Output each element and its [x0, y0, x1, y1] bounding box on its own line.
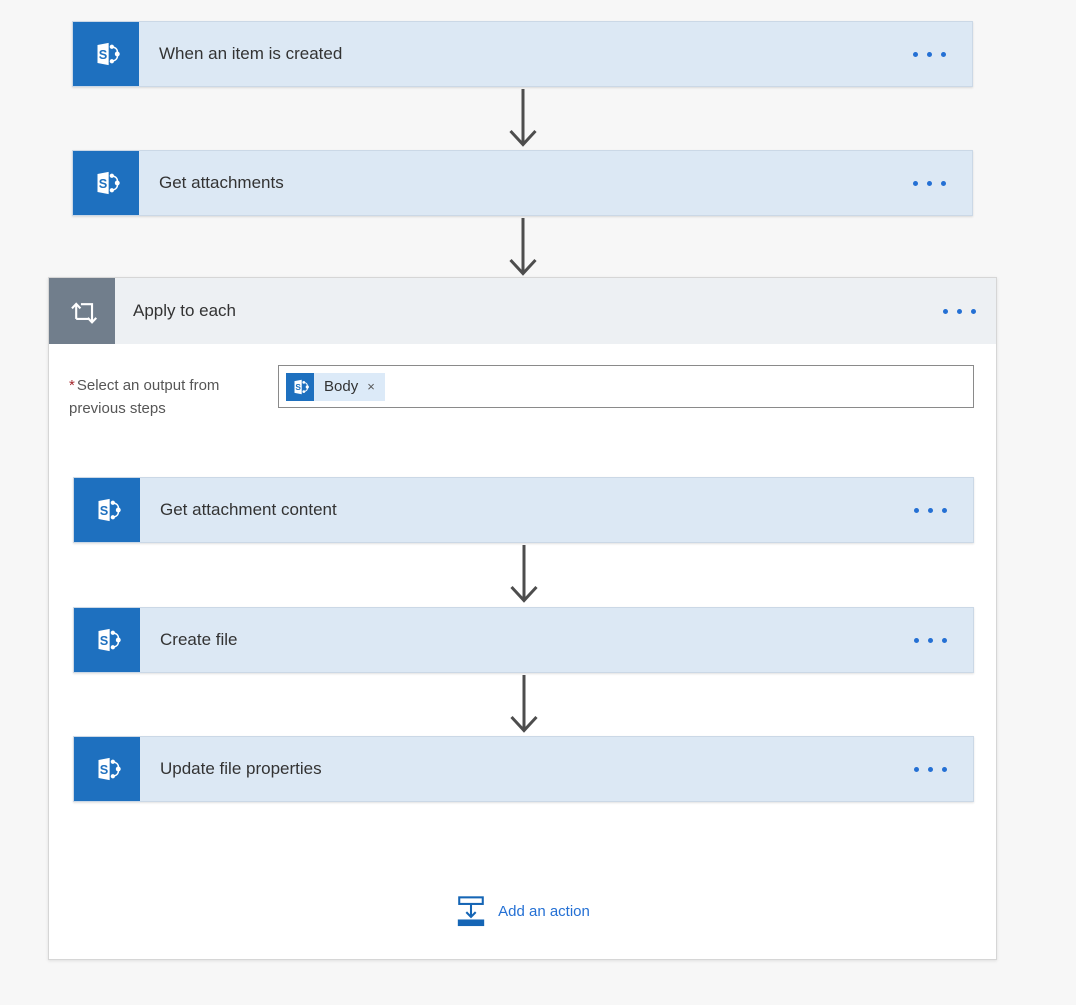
- sharepoint-icon: S: [286, 372, 314, 401]
- token-label: Body: [324, 378, 359, 395]
- svg-text:S: S: [99, 47, 108, 62]
- ellipsis-menu-button[interactable]: [913, 180, 972, 186]
- sharepoint-icon: S: [74, 737, 140, 801]
- card-title: Get attachments: [159, 173, 284, 192]
- action-card-get-attachment-content[interactable]: S Get attachment content: [73, 477, 974, 543]
- action-card-get-attachments[interactable]: S Get attachments: [72, 150, 973, 216]
- remove-token-icon[interactable]: ×: [367, 379, 375, 394]
- ellipsis-menu-button[interactable]: [943, 308, 996, 314]
- loop-icon: [49, 278, 115, 344]
- connector-arrow-icon: [509, 89, 537, 147]
- ellipsis-menu-button[interactable]: [914, 637, 973, 643]
- sharepoint-icon: S: [73, 151, 139, 215]
- add-action-label: Add an action: [498, 902, 590, 920]
- add-action-icon: [457, 896, 485, 927]
- connector-arrow-icon: [509, 218, 537, 276]
- connector-arrow-icon: [510, 545, 538, 603]
- svg-text:S: S: [295, 383, 301, 392]
- card-title: Update file properties: [160, 759, 322, 778]
- sharepoint-icon: S: [74, 608, 140, 672]
- sharepoint-icon: S: [73, 22, 139, 86]
- scope-title: Apply to each: [133, 301, 237, 320]
- action-card-create-file[interactable]: S Create file: [73, 607, 974, 673]
- required-marker: *: [69, 377, 75, 394]
- card-title: Get attachment content: [160, 500, 337, 519]
- body-token[interactable]: S Body ×: [286, 372, 385, 401]
- action-card-update-file-properties[interactable]: S Update file properties: [73, 736, 974, 802]
- select-output-label: *Select an output from previous steps: [69, 374, 254, 420]
- apply-to-each-header[interactable]: Apply to each: [49, 278, 996, 344]
- card-title: Create file: [160, 630, 238, 649]
- sharepoint-icon: S: [74, 478, 140, 542]
- trigger-card-when-an-item-is-created[interactable]: S When an item is created: [72, 21, 973, 87]
- svg-text:S: S: [99, 176, 108, 191]
- ellipsis-menu-button[interactable]: [914, 766, 973, 772]
- svg-text:S: S: [100, 762, 109, 777]
- svg-text:S: S: [100, 633, 109, 648]
- add-an-action-button[interactable]: Add an action: [49, 894, 996, 928]
- select-output-label-text: Select an output from previous steps: [69, 377, 220, 417]
- card-title: When an item is created: [159, 44, 343, 63]
- select-output-input[interactable]: S Body ×: [278, 365, 974, 408]
- connector-arrow-icon: [510, 675, 538, 733]
- ellipsis-menu-button[interactable]: [913, 51, 972, 57]
- ellipsis-menu-button[interactable]: [914, 507, 973, 513]
- apply-to-each-scope: Apply to each *Select an output from pre…: [48, 277, 997, 960]
- svg-text:S: S: [100, 503, 109, 518]
